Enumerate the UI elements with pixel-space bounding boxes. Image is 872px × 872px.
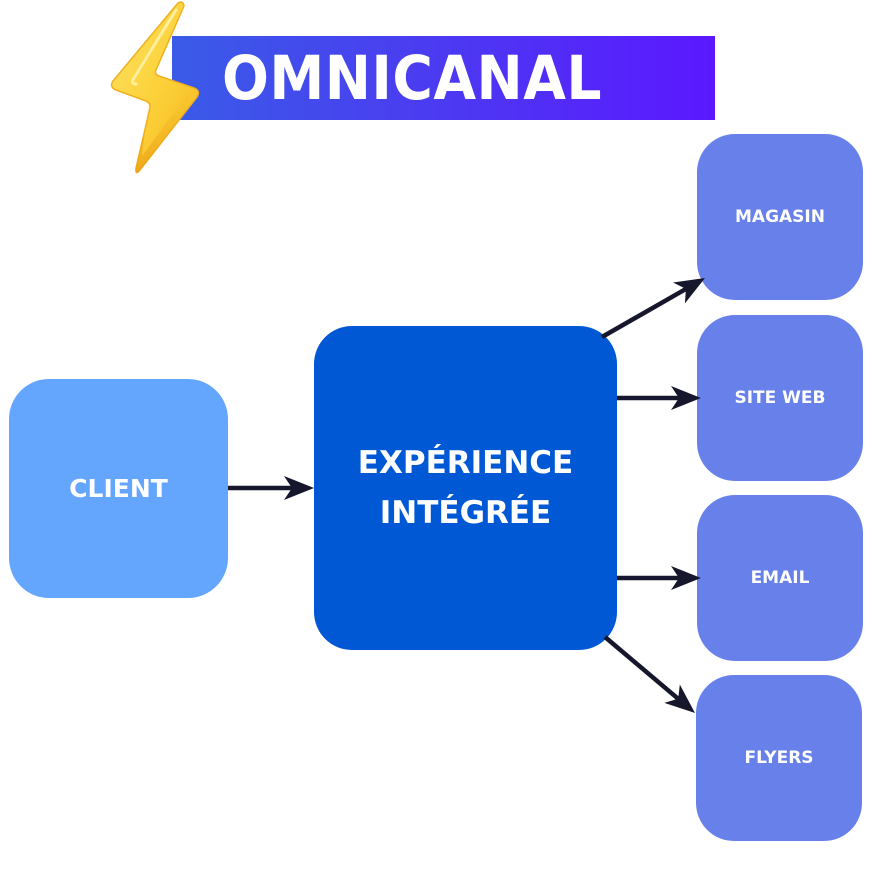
arrow-center-to-site-web [617,386,701,410]
arrowhead-icon [284,476,314,500]
channel-label: FLYERS [744,748,814,768]
lightning-bolt-icon [110,1,200,174]
channel-node-flyers: FLYERS [696,675,862,841]
page-title: OMNICANAL [222,43,603,114]
center-label-line-1: EXPÉRIENCE [357,445,574,481]
channel-node-magasin: MAGASIN [697,134,863,300]
channel-node-email: EMAIL [697,495,863,661]
arrow-shaft [600,286,688,339]
channel-node-site-web: SITE WEB [697,315,863,481]
channel-label: SITE WEB [734,388,826,408]
arrow-center-to-magasin [600,278,705,339]
arrow-center-to-email [617,566,701,590]
client-node: CLIENT [9,379,228,598]
center-label-line-2: INTÉGRÉE [379,495,552,531]
title-banner [172,36,715,120]
arrow-center-to-flyers [603,635,695,713]
arrow-shaft [603,635,680,701]
arrow-client-to-center [228,476,314,500]
channel-label: MAGASIN [735,207,825,227]
arrowhead-icon [673,278,705,304]
channel-label: EMAIL [750,568,810,588]
client-label: CLIENT [69,474,168,503]
integrated-experience-node: EXPÉRIENCE INTÉGRÉE [314,326,617,650]
arrowhead-icon [664,684,695,713]
